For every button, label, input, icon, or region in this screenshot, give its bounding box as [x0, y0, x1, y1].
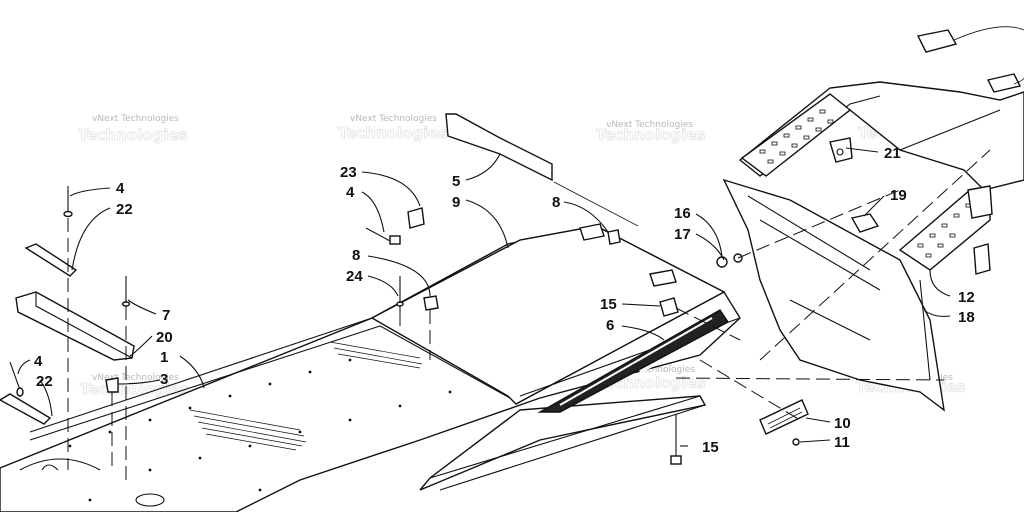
- callout-8: 8: [552, 194, 560, 211]
- callouts: 4 22 7 20 1 3 4 22 23 4 8 24 5 9 8 15 6 …: [34, 145, 975, 456]
- step-holes: [917, 203, 972, 258]
- left-bracket: [0, 243, 135, 425]
- callout-21: 21: [884, 145, 901, 162]
- callout-15: 15: [702, 439, 719, 456]
- callout-19: 19: [890, 187, 907, 204]
- callout-17: 17: [674, 226, 691, 243]
- callout-18: 18: [958, 309, 975, 326]
- callout-4: 4: [34, 353, 43, 370]
- callout-4: 4: [346, 184, 355, 201]
- callout-11: 11: [834, 434, 850, 451]
- rear-bumper: [738, 26, 1024, 275]
- callout-4: 4: [116, 180, 125, 197]
- watermark-brand: Technologies: [78, 126, 187, 144]
- fasteners: [9, 186, 880, 465]
- callout-16: 16: [674, 205, 691, 222]
- watermark-brand: Technologies: [596, 126, 705, 144]
- assembly-lines: [67, 149, 991, 480]
- flap-piece: [445, 113, 639, 227]
- callout-1: 1: [160, 349, 168, 366]
- callout-3: 3: [160, 371, 168, 388]
- side-rail: [419, 395, 707, 491]
- watermark: vNext Technologies: [606, 120, 693, 130]
- callout-22: 22: [36, 373, 53, 390]
- watermark: vNext Technologies: [350, 114, 437, 124]
- callout-12: 12: [958, 289, 975, 306]
- watermark-brand: Technologies: [338, 124, 447, 142]
- callout-8: 8: [352, 247, 360, 264]
- callout-15: 15: [600, 296, 617, 313]
- callout-20: 20: [156, 329, 173, 346]
- snow-flap: [722, 178, 945, 412]
- callout-5: 5: [452, 173, 460, 190]
- step-holes: [759, 109, 834, 164]
- callout-10: 10: [834, 415, 851, 432]
- decal: [537, 309, 730, 413]
- watermark: vNext Technologies: [608, 365, 695, 375]
- callout-9: 9: [452, 194, 460, 211]
- callout-7: 7: [162, 307, 170, 324]
- watermark: vNext Technologies: [92, 373, 179, 383]
- plate: [759, 399, 809, 435]
- watermark: vNext Technologies: [92, 114, 179, 124]
- leader-lines: [17, 147, 951, 447]
- callout-24: 24: [346, 268, 363, 285]
- callout-23: 23: [340, 164, 357, 181]
- callout-6: 6: [606, 317, 614, 334]
- callout-22: 22: [116, 201, 133, 218]
